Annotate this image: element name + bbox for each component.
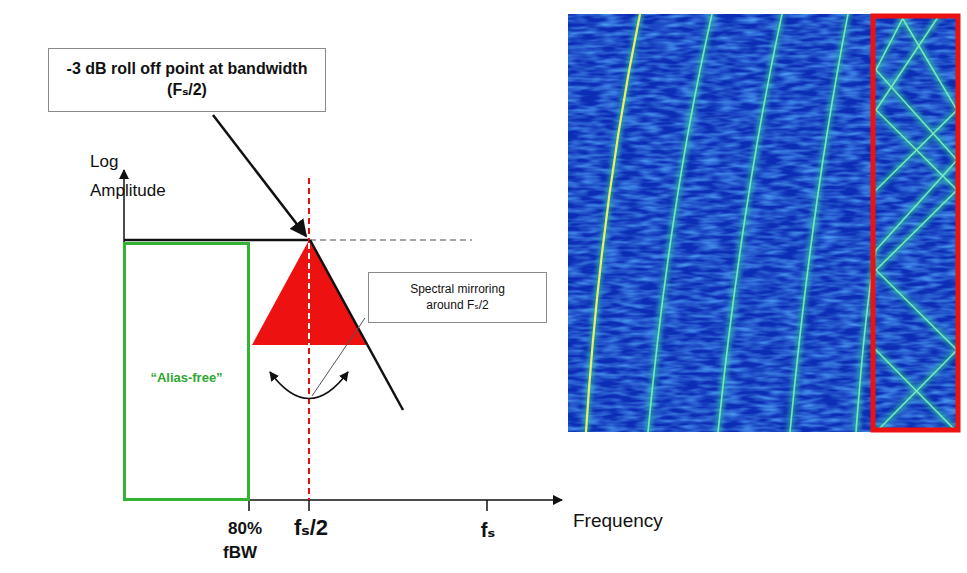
nyquist-line [308,178,310,500]
reference-line [310,239,472,241]
passband-line [124,239,310,242]
tick [248,500,250,511]
highlight-frame [873,16,958,430]
tick-label: fₛ [481,518,495,542]
tick [308,500,310,511]
node-text: -3 dB roll off point at bandwidth (Fₛ/2) [55,59,319,101]
tick [486,500,488,511]
tick-label: fₛ/2 [294,515,328,541]
node-text: “Alias-free” [150,370,222,385]
nyquist-line [308,243,310,345]
rolloff-line [310,240,403,410]
axis-title: Log Amplitude [90,147,185,205]
mirror-arrow [270,372,348,399]
note-box: Spectral mirroring around Fₛ/2 [368,272,547,323]
node-text: Spectral mirroring around Fₛ/2 [396,282,519,313]
callout-box: -3 dB roll off point at bandwidth (Fₛ/2) [48,48,326,112]
leader-arrow [213,115,306,236]
leader-line [312,318,365,396]
tick-label: 80% [228,519,262,539]
spectrogram [568,14,960,432]
alias-free-region: “Alias-free” [123,242,250,501]
alias-triangle [252,240,368,345]
tick-label: fBW [223,543,257,563]
axis-title: Frequency [573,510,663,532]
